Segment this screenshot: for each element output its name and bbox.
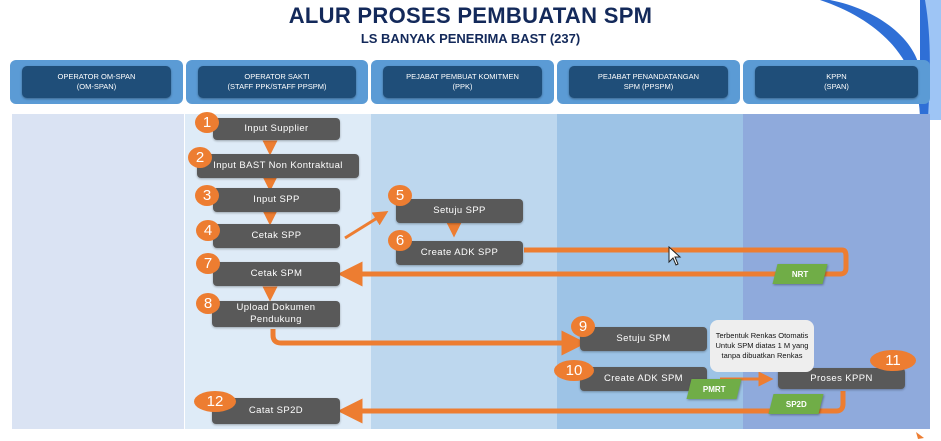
step-label: Proses KPPN [810,372,873,384]
step-number-badge: 5 [388,185,412,206]
corner-mark-icon [916,432,924,439]
lane-header-ppspm: PEJABAT PENANDATANGAN SPM (PPSPM) [557,60,740,104]
step-number-badge: 7 [196,253,220,274]
lane-header-ppk: PEJABAT PEMBUAT KOMITMEN (PPK) [371,60,554,104]
lane-header-kppn: KPPN (SPAN) [743,60,930,104]
lane-header-om-span: OPERATOR OM-SPAN (OM-SPAN) [10,60,183,104]
step-upload-dokumen: Upload Dokumen Pendukung [212,301,340,327]
arrow-11-to-12-loop [337,391,846,424]
step-number-badge: 3 [195,185,219,206]
step-create-adk-spp: Create ADK SPP [396,241,523,265]
step-label: Input Supplier [244,123,309,134]
step-label: Create ADK SPM [604,373,683,384]
renkas-note: Terbentuk Renkas Otomatis Untuk SPM diat… [710,320,814,372]
step-label: Setuju SPP [433,205,486,216]
lane-header-label: OPERATOR SAKTI (STAFF PPK/STAFF PPSPM) [198,66,356,98]
step-number-badge: 11 [870,350,916,371]
step-input-bast: Input BAST Non Kontraktual [197,154,359,178]
step-number-badge: 10 [554,360,594,381]
arrow-8-to-9 [270,329,587,356]
step-label: Cetak SPM [250,268,303,279]
mouse-cursor-icon [668,246,682,266]
page-title: ALUR PROSES PEMBUATAN SPM [288,3,653,28]
step-number-badge: 4 [196,220,220,241]
lane-header-label: PEJABAT PEMBUAT KOMITMEN (PPK) [383,66,542,98]
decorative-swoosh [820,0,941,120]
step-proses-kppn: Proses KPPN [778,368,905,389]
lane-header-label: PEJABAT PENANDATANGAN SPM (PPSPM) [569,66,728,98]
page-subtitle: LS BANYAK PENERIMA BAST (237) [360,31,581,46]
arrow-6-to-7-loop [337,247,849,287]
step-cetak-spp: Cetak SPP [213,224,340,248]
step-label: Cetak SPP [251,230,302,241]
step-number-badge: 2 [188,147,212,168]
step-number-badge: 12 [194,391,236,412]
step-label: Input BAST Non Kontraktual [213,160,343,171]
step-number-badge: 8 [196,293,220,314]
step-label: Catat SP2D [248,405,304,416]
step-number-badge: 6 [388,230,412,251]
tag-pmrt: PMRT [686,379,742,399]
lane-header-operator-sakti: OPERATOR SAKTI (STAFF PPK/STAFF PPSPM) [186,60,368,104]
step-setuju-spp: Setuju SPP [396,199,523,223]
lane-header-label: OPERATOR OM-SPAN (OM-SPAN) [22,66,171,98]
step-label: Upload Dokumen Pendukung [236,302,316,325]
step-label: Create ADK SPP [420,247,499,258]
step-setuju-spm: Setuju SPM [580,327,707,351]
step-create-adk-spm: Create ADK SPM [580,367,707,391]
step-label: Setuju SPM [616,333,671,344]
step-input-spp: Input SPP [213,188,340,212]
step-label: Input SPP [253,194,300,205]
step-input-supplier: Input Supplier [213,118,340,140]
step-cetak-spm: Cetak SPM [213,262,340,286]
lane-header-label: KPPN (SPAN) [755,66,918,98]
step-number-badge: 9 [571,316,595,337]
step-number-badge: 1 [195,112,219,133]
arrow-4-to-5 [344,211,389,240]
lane-body-om-span [12,114,184,429]
tag-sp2d: SP2D [768,394,824,414]
tag-nrt: NRT [772,264,828,284]
